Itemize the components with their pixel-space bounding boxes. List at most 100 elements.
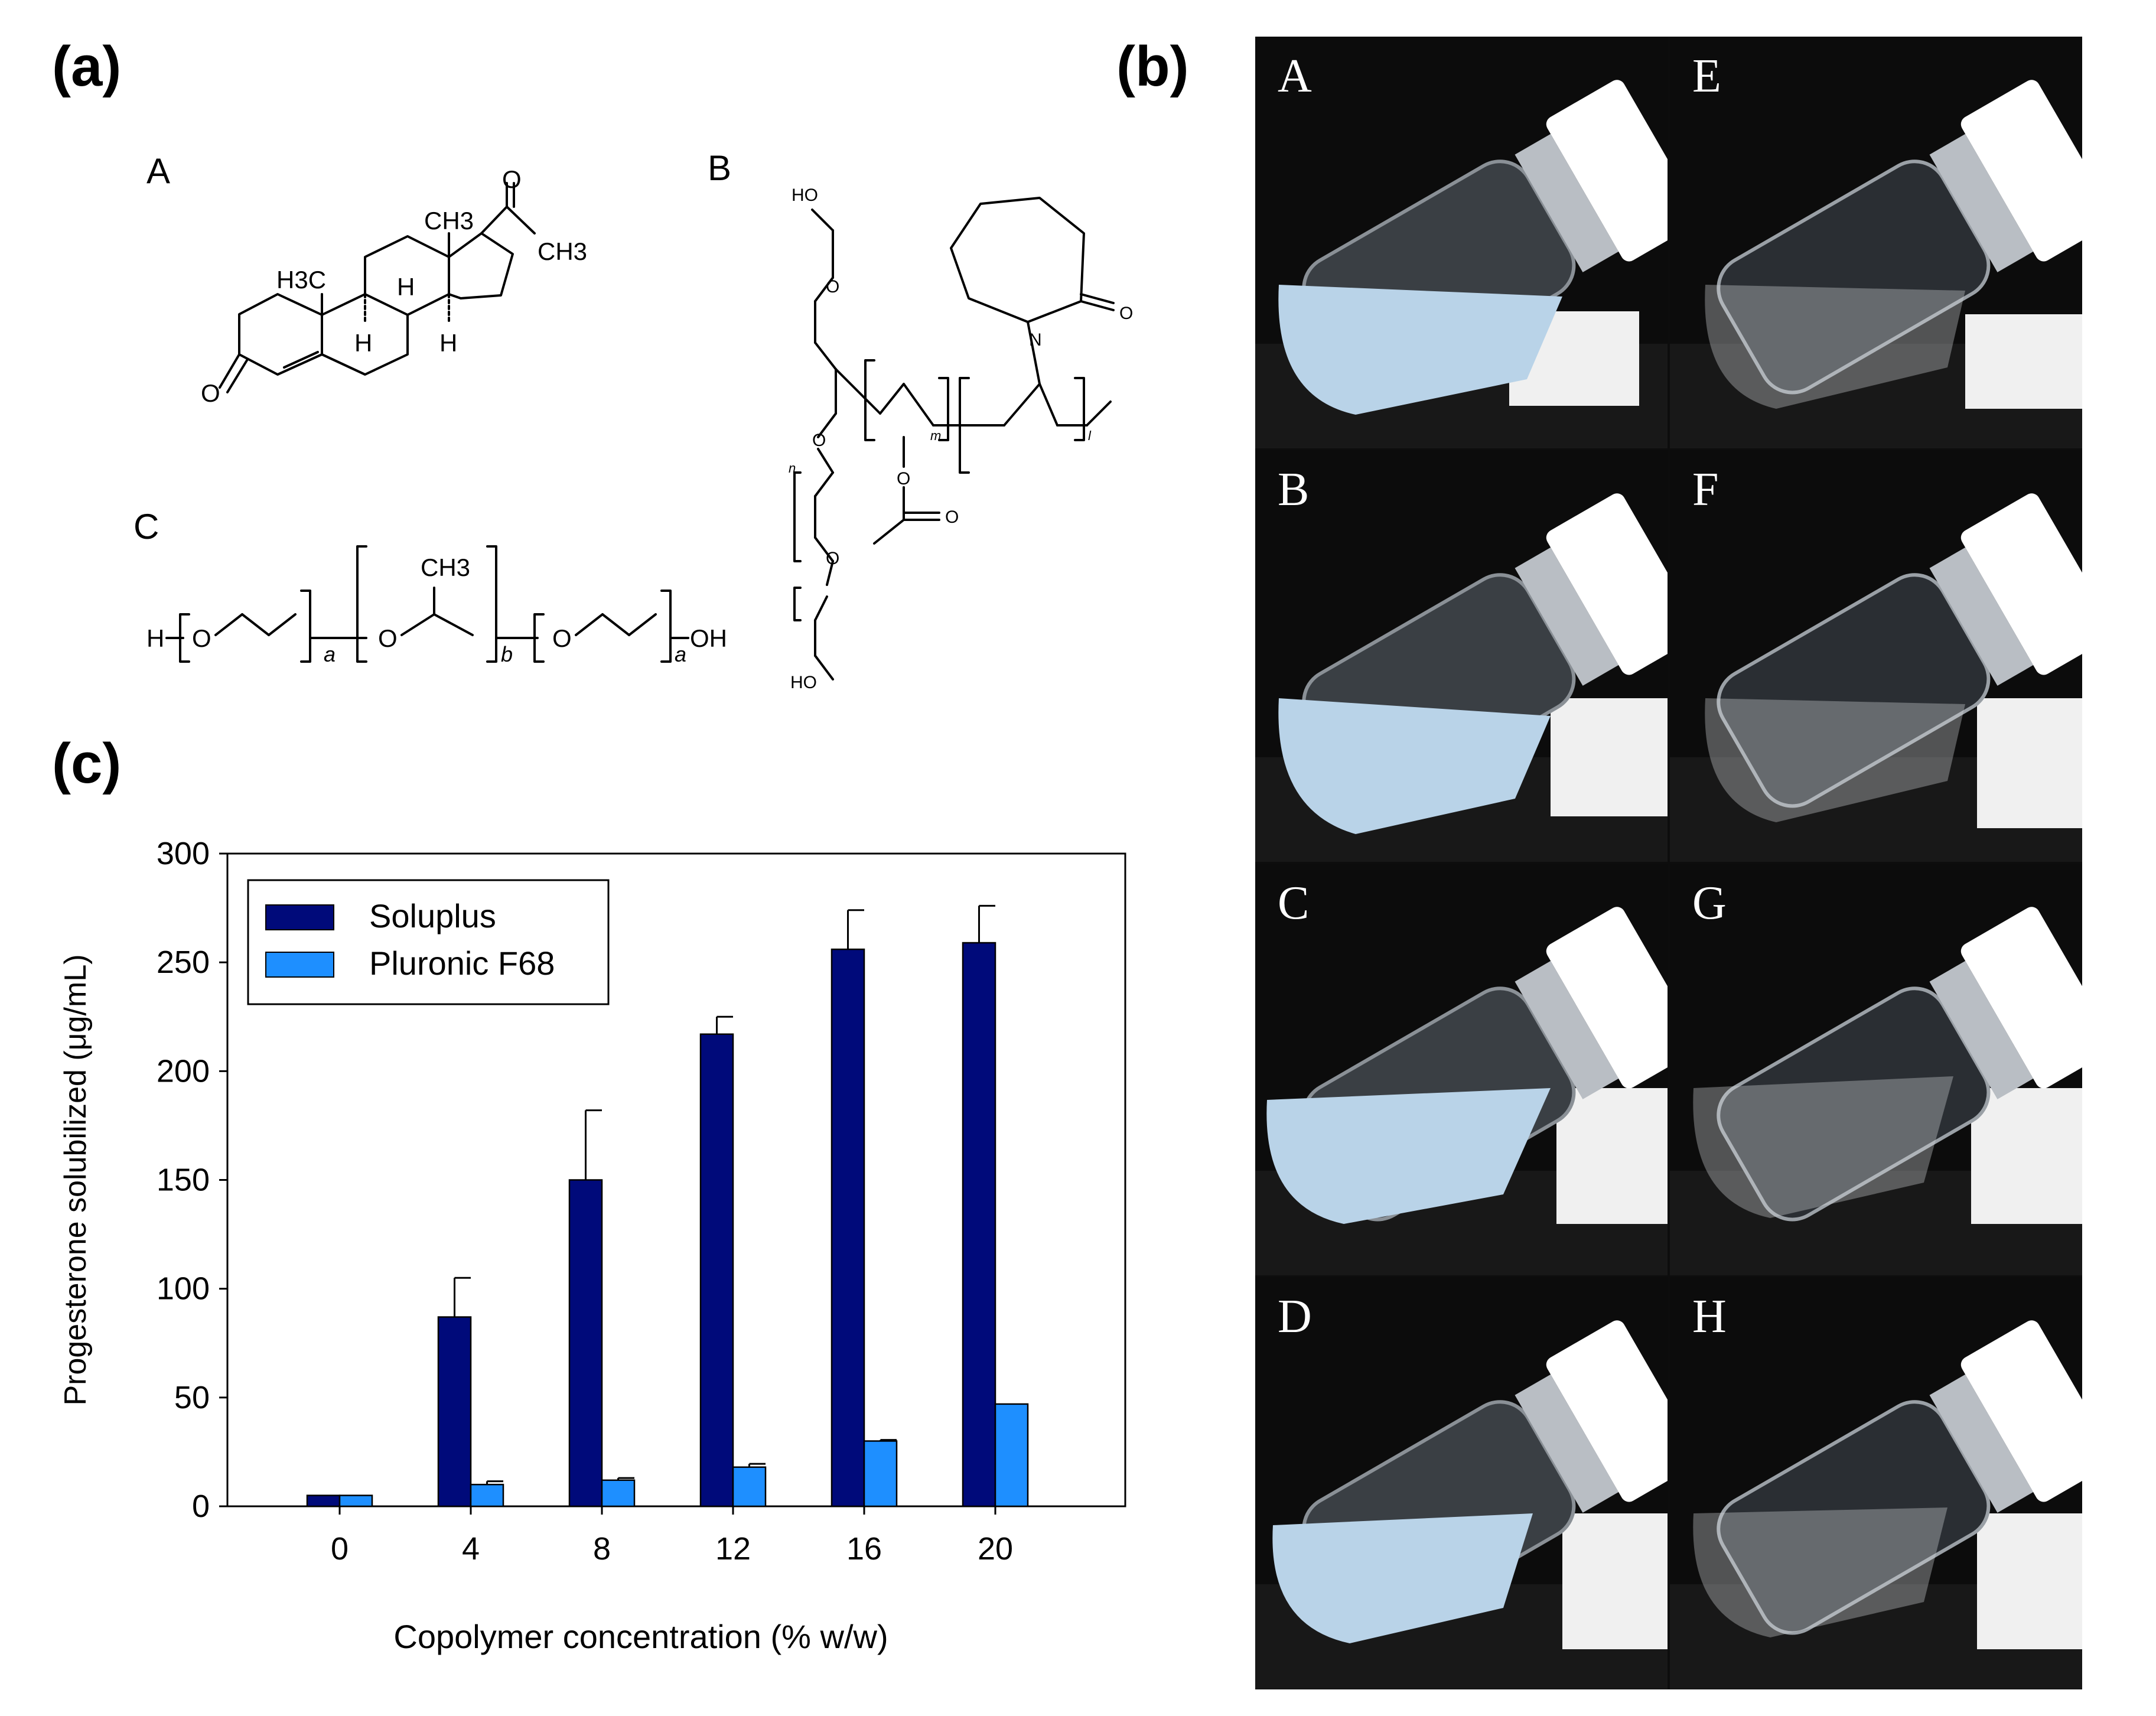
vial-image <box>1670 450 2082 862</box>
vial-image <box>1670 864 2082 1275</box>
vial-photo-h: H <box>1670 1277 2082 1689</box>
atom-label: HO <box>792 185 818 205</box>
bar-soluplus <box>962 942 996 1507</box>
x-axis-label: Copolymer concentration (% w/w) <box>393 1618 888 1655</box>
progesterone-structure <box>219 182 536 393</box>
x-tick-label: 4 <box>462 1531 480 1567</box>
atom-label: O <box>201 379 220 407</box>
atom-label: N <box>1029 330 1042 350</box>
subscript-a: a <box>324 642 336 666</box>
y-axis-label: Progesterone solubilized (μg/mL) <box>58 954 93 1405</box>
vial-image <box>1670 1277 2082 1689</box>
atom-label: O <box>812 431 826 450</box>
y-tick-label: 100 <box>157 1271 210 1307</box>
legend-box <box>247 879 610 1005</box>
subscript-a: a <box>675 642 686 666</box>
bar-soluplus <box>437 1316 472 1507</box>
photo-letter: B <box>1278 464 1310 516</box>
atom-label: OH <box>690 624 727 652</box>
bar-pluronic-f68 <box>601 1479 636 1507</box>
atom-label: CH3 <box>424 207 474 235</box>
vial-photo-g: G <box>1670 864 2082 1275</box>
photo-letter: C <box>1278 877 1310 929</box>
photo-letter: D <box>1278 1291 1312 1343</box>
subscript-b: b <box>501 642 513 666</box>
atom-label: HO <box>790 673 817 692</box>
panel-label-b: (b) <box>1116 35 1189 98</box>
pluronic-structure <box>165 545 689 663</box>
atom-label: CH3 <box>421 553 470 581</box>
vial-photo-c: C <box>1255 864 1668 1275</box>
chemical-structures: A B C O CH3 CH3 H3C H H H O HO O O O O O… <box>133 148 1133 692</box>
y-tick-label: 50 <box>174 1380 210 1415</box>
atom-label: O <box>1119 304 1133 323</box>
atom-label: H <box>439 329 457 357</box>
bar-pluronic-f68 <box>338 1494 373 1507</box>
bar-soluplus <box>699 1033 734 1507</box>
atom-label: O <box>826 277 839 297</box>
photo-letter: H <box>1692 1291 1727 1343</box>
vial-image <box>1670 37 2082 448</box>
legend-swatch <box>265 952 334 978</box>
photo-letter: G <box>1692 877 1727 929</box>
atom-label: O <box>192 624 211 652</box>
atom-label: O <box>552 624 572 652</box>
atom-label: H3C <box>276 266 326 294</box>
atom-label: H <box>397 273 415 301</box>
y-tick-label: 200 <box>157 1053 210 1089</box>
subscript-l: l <box>1088 428 1092 443</box>
vial-photo-f: F <box>1670 450 2082 862</box>
y-tick-label: 250 <box>157 945 210 980</box>
vial-liquid <box>1693 1076 1953 1218</box>
bar-soluplus <box>831 948 865 1507</box>
x-tick-label: 8 <box>593 1531 611 1567</box>
vial-liquid <box>1272 1513 1533 1643</box>
structure-label-a: A <box>146 151 170 191</box>
x-tick-label: 0 <box>331 1531 349 1567</box>
atom-label: CH3 <box>538 237 587 265</box>
vial-liquid <box>1278 285 1562 415</box>
soluplus-structure <box>793 197 1115 680</box>
legend-label: Soluplus <box>369 897 496 934</box>
atom-label: O <box>378 624 398 652</box>
photo-letter: F <box>1692 464 1719 516</box>
y-tick-label: 150 <box>157 1163 210 1198</box>
panel-label-a: (a) <box>52 35 122 98</box>
x-tick-label: 16 <box>846 1531 882 1567</box>
atom-label: O <box>502 165 522 193</box>
vial-image <box>1255 37 1668 448</box>
bar-soluplus <box>306 1494 341 1507</box>
vial-image <box>1255 450 1668 862</box>
vial-liquid <box>1278 698 1551 834</box>
vial-liquid <box>1705 698 1965 822</box>
subscript-m: m <box>930 428 941 443</box>
bar-soluplus <box>568 1179 603 1507</box>
vial-photo-d: D <box>1255 1277 1668 1689</box>
legend-label: Pluronic F68 <box>369 945 555 982</box>
vial-photo-grid: A E B <box>1255 37 2082 1689</box>
photo-letter: A <box>1278 50 1312 102</box>
bar-pluronic-f68 <box>732 1466 767 1507</box>
vial-image <box>1255 1277 1668 1689</box>
x-tick-label: 12 <box>715 1531 751 1567</box>
vial-liquid <box>1693 1507 1947 1637</box>
atom-label: O <box>826 549 839 568</box>
bar-pluronic-f68 <box>470 1483 504 1507</box>
legend-swatch <box>265 904 334 930</box>
structure-label-c: C <box>133 507 159 546</box>
panel-label-c: (c) <box>52 732 122 795</box>
atom-label: H <box>354 329 372 357</box>
subscript-n: n <box>789 461 796 476</box>
atom-label: O <box>897 469 910 489</box>
vial-photo-e: E <box>1670 37 2082 448</box>
y-tick-label: 300 <box>157 836 210 871</box>
x-tick-label: 20 <box>978 1531 1013 1567</box>
photo-letter: E <box>1692 50 1721 102</box>
atom-label: H <box>146 624 164 652</box>
bar-pluronic-f68 <box>863 1440 898 1507</box>
vial-liquid <box>1705 285 1965 409</box>
atom-label: O <box>945 507 959 527</box>
vial-image <box>1255 864 1668 1275</box>
vial-liquid <box>1266 1088 1551 1224</box>
